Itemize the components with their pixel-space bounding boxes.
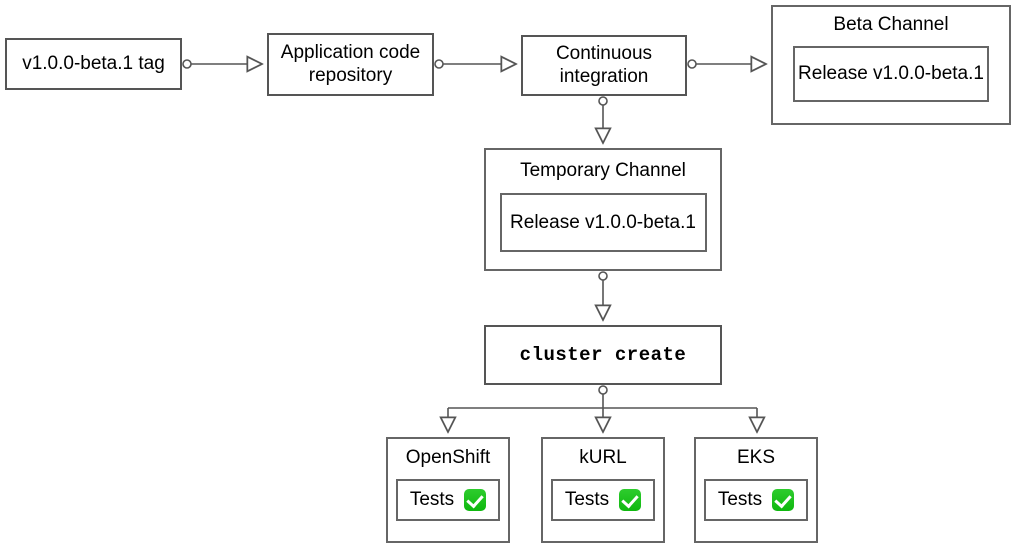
group-openshift-title: OpenShift [405, 447, 491, 468]
node-tag[interactable]: v1.0.0-beta.1 tag [5, 38, 182, 90]
node-tag-label: v1.0.0-beta.1 tag [22, 52, 165, 74]
group-temporary-channel-title: Temporary Channel [520, 160, 686, 181]
node-temporary-channel-release-label: Release v1.0.0-beta.1 [510, 211, 696, 233]
group-kurl[interactable]: kURL Tests [541, 437, 665, 543]
group-eks-title: EKS [736, 447, 776, 468]
group-kurl-title: kURL [579, 447, 627, 468]
check-mark-icon [619, 489, 642, 511]
edge-ci-to-beta-channel [687, 60, 766, 68]
node-application-code-repository-label: Application code repository [280, 42, 421, 86]
node-beta-channel-release-label: Release v1.0.0-beta.1 [798, 63, 984, 84]
edge-ci-to-temporary-channel [599, 96, 607, 143]
check-mark-icon [772, 489, 795, 511]
node-eks-tests[interactable]: Tests [704, 479, 808, 521]
node-openshift-tests-label: Tests [409, 489, 455, 510]
check-mark-icon [464, 489, 487, 511]
group-beta-channel-title: Beta Channel [833, 14, 949, 35]
node-kurl-tests[interactable]: Tests [551, 479, 655, 521]
node-eks-tests-label: Tests [717, 489, 763, 510]
node-cluster-create[interactable]: cluster create [484, 325, 722, 385]
node-beta-channel-release[interactable]: Release v1.0.0-beta.1 [793, 46, 989, 102]
node-cluster-create-label: cluster create [519, 343, 687, 366]
group-temporary-channel[interactable]: Temporary Channel Release v1.0.0-beta.1 [484, 148, 722, 271]
edge-cluster-create-to-platforms [448, 385, 757, 432]
edge-temporary-channel-to-cluster-create [599, 271, 607, 320]
node-application-code-repository[interactable]: Application code repository [267, 33, 434, 96]
group-openshift[interactable]: OpenShift Tests [386, 437, 510, 543]
node-continuous-integration[interactable]: Continuous integration [521, 35, 687, 96]
edge-tag-to-repo [182, 60, 262, 68]
node-kurl-tests-label: Tests [564, 489, 610, 510]
node-continuous-integration-label: Continuous integration [555, 43, 653, 87]
node-temporary-channel-release[interactable]: Release v1.0.0-beta.1 [499, 193, 707, 252]
group-beta-channel[interactable]: Beta Channel Release v1.0.0-beta.1 [771, 5, 1011, 125]
node-openshift-tests[interactable]: Tests [396, 479, 500, 521]
edge-repo-to-ci [434, 60, 516, 68]
group-eks[interactable]: EKS Tests [694, 437, 818, 543]
